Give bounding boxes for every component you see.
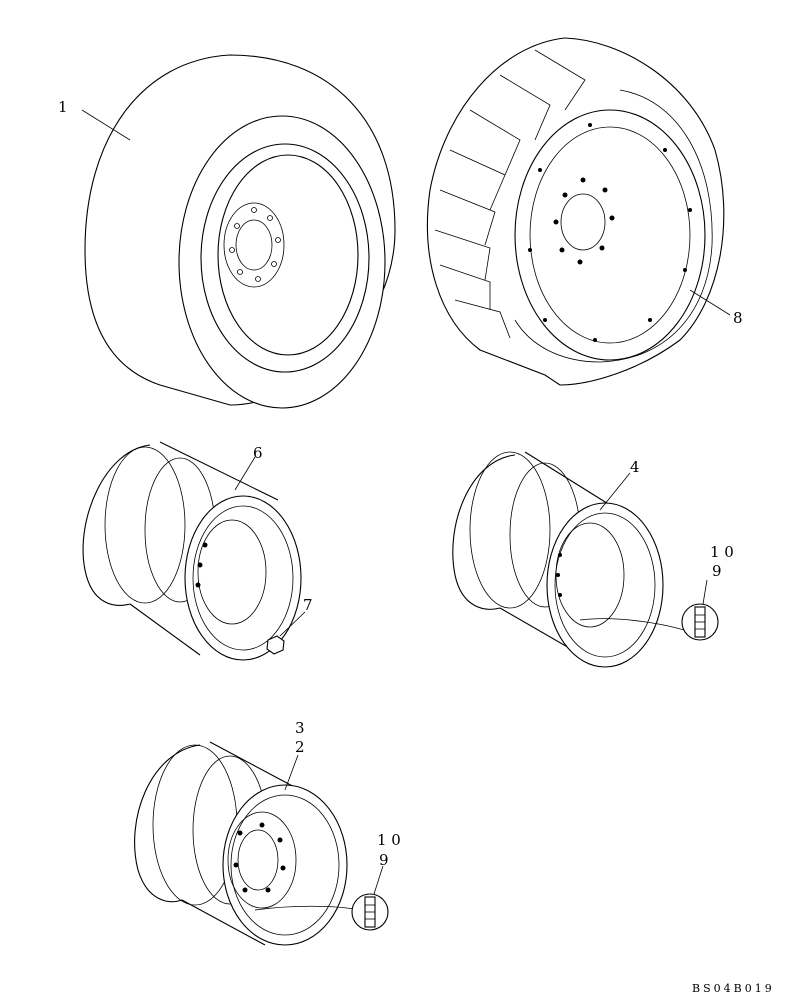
callout-9a: 9: [712, 562, 722, 580]
callout-7: 7: [303, 596, 313, 614]
valve-stem: [579, 579, 719, 641]
valve-stem: [254, 865, 389, 931]
rim-item-2-3: [134, 741, 389, 946]
drawing-code: BS04B019: [692, 982, 775, 995]
tread-tire-assembly: [426, 37, 731, 386]
callout-10b: 1 0: [377, 831, 401, 849]
bolt-pattern: [528, 123, 692, 342]
callout-4: 4: [630, 458, 640, 476]
callout-9b: 9: [379, 851, 389, 869]
callout-8: 8: [733, 309, 743, 327]
callout-1: 1: [58, 98, 68, 116]
tread-lugs: [434, 49, 586, 339]
rim-item-6: [82, 441, 306, 661]
bolt-holes: [229, 207, 281, 282]
callout-2: 2: [295, 738, 305, 756]
wheel-nut: [266, 611, 306, 655]
callout-6: 6: [253, 444, 263, 462]
callout-3: 3: [295, 719, 305, 737]
outer-lug-rim: [514, 89, 713, 363]
solid-tire-assembly: [81, 54, 396, 409]
callout-10a: 1 0: [710, 543, 734, 561]
rim-item-4: [452, 451, 719, 668]
